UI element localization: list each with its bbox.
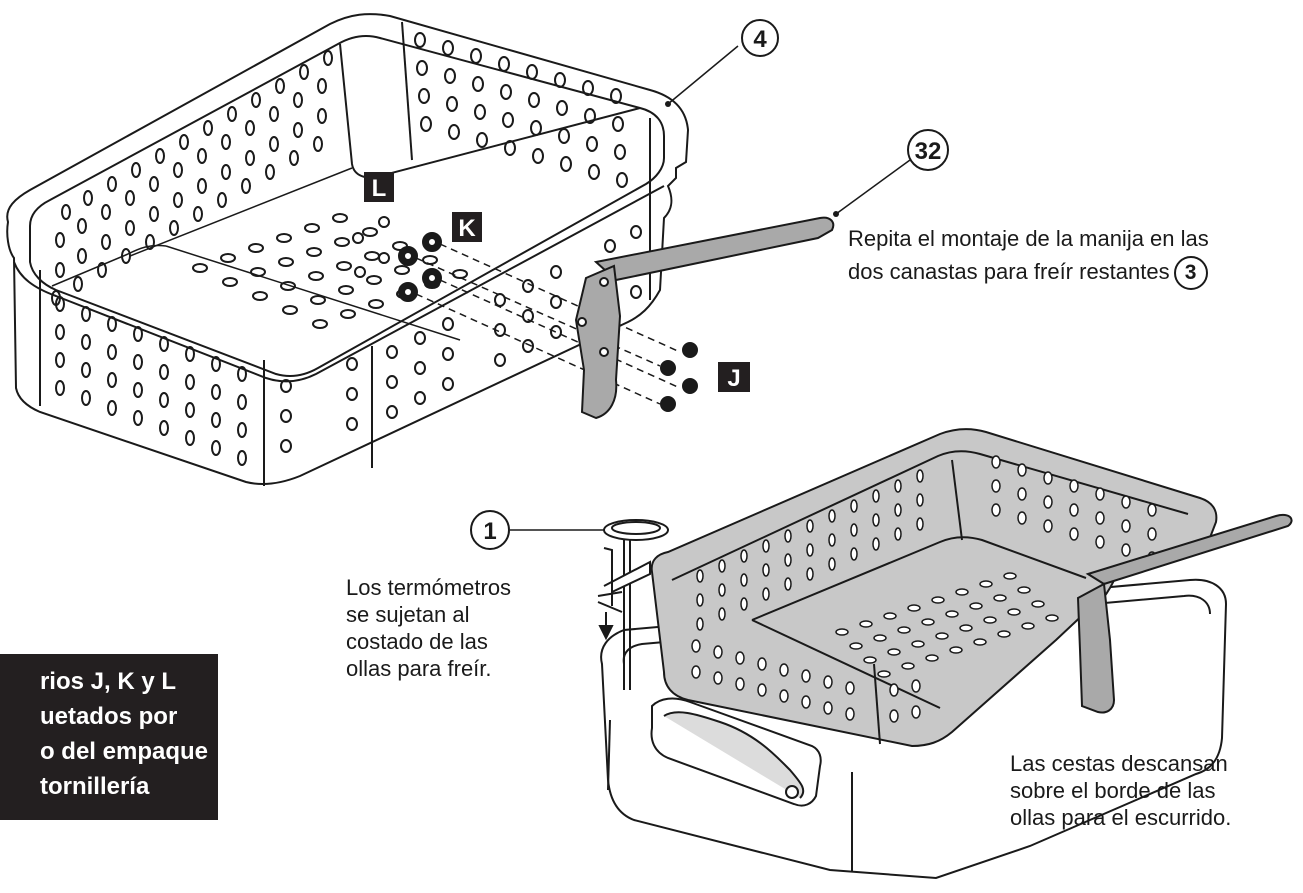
hardware-note-line: tornillería xyxy=(39,773,150,800)
thermometer-direction-arrow xyxy=(598,612,614,641)
thermometer-note-line: costado de las xyxy=(346,629,488,654)
baskets-rest-line: Las cestas descansan xyxy=(1010,751,1228,776)
callout-32: 32 xyxy=(833,129,949,217)
upper-basket-holes xyxy=(51,32,642,466)
callout-4-number: 4 xyxy=(753,26,767,53)
tag-j: J xyxy=(718,362,750,392)
baskets-rest-note: Las cestas descansan sobre el borde de l… xyxy=(1010,750,1231,831)
hardware-note-line: o del empaque xyxy=(39,738,208,765)
callout-1-number: 1 xyxy=(483,518,496,545)
lower-basket-holes xyxy=(691,455,1157,723)
thermometer-note: Los termómetros se sujetan al costado de… xyxy=(346,574,511,682)
alignment-lines xyxy=(415,243,681,405)
lower-basket-handle xyxy=(1076,514,1293,714)
tag-k: K xyxy=(452,212,482,242)
thermometer-note-line: Los termómetros xyxy=(346,575,512,600)
svg-text:L: L xyxy=(372,175,387,202)
hardware-note-box: rios J, K y L uetados por o del empaque … xyxy=(0,654,218,820)
hardware-note-line: uetados por xyxy=(39,703,178,730)
baskets-rest-line: sobre el borde de las xyxy=(1010,778,1216,803)
handle-repeat-note: Repita el montaje de la manija en las do… xyxy=(848,222,1209,291)
thermometer xyxy=(597,519,669,690)
svg-text:K: K xyxy=(458,215,476,242)
svg-text:J: J xyxy=(727,365,740,392)
thermometer-note-line: ollas para freír. xyxy=(346,656,492,681)
callout-3-inline: 3 xyxy=(1173,256,1208,291)
basket-handle xyxy=(574,216,835,420)
callout-32-number: 32 xyxy=(915,138,942,165)
callout-4: 4 xyxy=(665,19,779,107)
upper-fry-basket xyxy=(6,13,690,486)
screws xyxy=(660,342,698,412)
hardware-note-text: rios J, K y L uetados por o del empaque … xyxy=(40,664,208,804)
handle-repeat-line-1: Repita el montaje de la manija en las xyxy=(848,226,1209,251)
baskets-rest-line: ollas para el escurrido. xyxy=(1010,805,1232,830)
thermometer-note-line: se sujetan al xyxy=(346,602,470,627)
hardware-note-line: rios J, K y L xyxy=(39,668,176,695)
hardware-nuts-washers xyxy=(352,216,442,302)
callout-1: 1 xyxy=(470,510,604,550)
tag-l: L xyxy=(364,172,394,202)
